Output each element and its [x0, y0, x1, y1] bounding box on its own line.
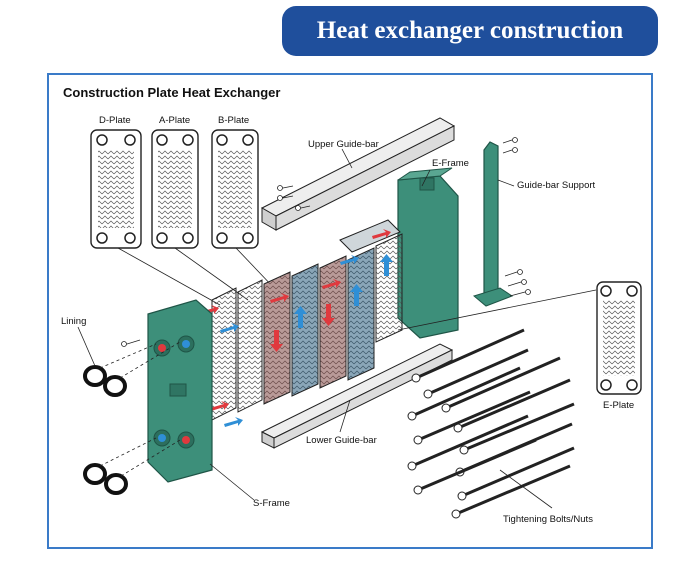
label-b-plate: B-Plate: [218, 115, 250, 126]
diagram-frame: [47, 73, 653, 549]
lower-guide-bar: [260, 343, 454, 449]
small-bolt-sframe: [121, 339, 141, 347]
label-e-frame: E-Frame: [432, 158, 469, 169]
flow-arrows: [200, 229, 393, 427]
small-bolts-support: [502, 137, 531, 297]
s-frame: [147, 299, 213, 483]
small-bolts-upper: [277, 185, 311, 211]
a-plate: [151, 129, 199, 249]
label-d-plate: D-Plate: [99, 115, 131, 126]
label-e-plate: E-Plate: [603, 400, 635, 411]
diagram-heading: Construction Plate Heat Exchanger: [63, 85, 281, 100]
label-lining: Lining: [61, 316, 87, 327]
linings: [83, 341, 181, 495]
label-s-frame: S-Frame: [253, 498, 290, 509]
guide-bar-support: [472, 141, 514, 307]
e-frame: [397, 167, 459, 339]
upper-guide-bar: [260, 117, 456, 231]
tightening-bolts: [407, 328, 575, 519]
label-guide-bar-support: Guide-bar Support: [517, 180, 596, 191]
label-tightening-bolts: Tightening Bolts/Nuts: [503, 514, 593, 525]
e-plate: [596, 281, 642, 395]
leader-lines: [77, 148, 597, 509]
title-text: Heat exchanger construction: [316, 17, 624, 44]
b-plate: [211, 129, 259, 249]
label-lower-guide-bar: Lower Guide-bar: [306, 435, 377, 446]
label-upper-guide-bar: Upper Guide-bar: [308, 139, 379, 150]
title-banner: Heat exchanger construction: [282, 6, 658, 56]
d-plate: [90, 129, 142, 249]
label-a-plate: A-Plate: [159, 115, 191, 126]
